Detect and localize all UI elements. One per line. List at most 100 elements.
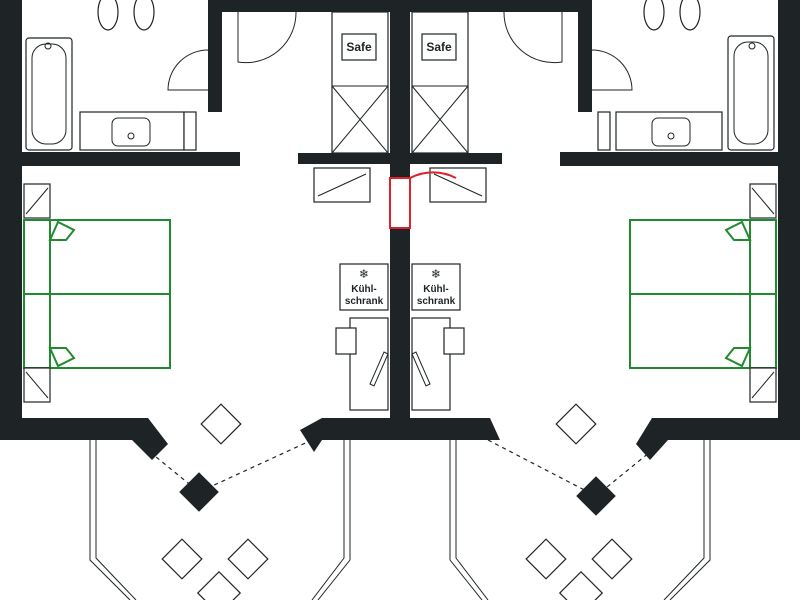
balcony-right-rail-outer-a	[449, 440, 483, 600]
balcony-chair-right-1	[525, 538, 567, 580]
door-swing-bath-left	[167, 49, 209, 91]
wall-bath-left-inner	[208, 0, 222, 112]
wall-bottom-left	[0, 418, 132, 440]
luggage-rack-right-line	[433, 173, 483, 197]
balcony-left	[89, 440, 351, 600]
fridge-label-right-1: Kühl-	[423, 284, 449, 295]
snowflake-icon: ❄	[359, 267, 369, 281]
fridge-left: ❄ Kühl- schrank	[339, 263, 389, 311]
fridge-label-left-2: schrank	[345, 296, 384, 307]
balcony-right-rail-inner-b	[663, 440, 705, 600]
safe-label-left: Safe	[346, 40, 372, 54]
armchair-left	[200, 403, 242, 445]
desk-left-lamp	[369, 351, 389, 387]
bathtub-right-drain	[748, 42, 756, 50]
wall-left	[0, 0, 22, 420]
wardrobe-right-body	[411, 11, 469, 154]
balcony-left-rail-inner-b	[311, 440, 345, 600]
wall-closet-left	[298, 153, 390, 164]
wardrobe-right: Safe	[411, 11, 469, 154]
toilet-right	[643, 0, 665, 31]
armchair-right	[555, 403, 597, 445]
balcony-left-rail-inner-a	[95, 440, 137, 600]
door-swing-bath-right	[591, 49, 633, 91]
connecting-door-swing	[409, 171, 457, 228]
wall-center-top	[390, 0, 410, 178]
safe-label-right: Safe	[426, 40, 452, 54]
wall-closet-right	[410, 153, 502, 164]
bidet-left	[133, 0, 155, 31]
toilet-left	[97, 0, 119, 31]
walls	[0, 0, 800, 516]
balcony-chair-left-2	[227, 538, 269, 580]
desk-right	[411, 317, 465, 411]
shelf-bath-right	[597, 111, 611, 151]
balcony-left-rail-outer-b	[317, 440, 351, 600]
shelf-bath-left	[183, 111, 197, 151]
desk-left	[335, 317, 389, 411]
door-swing-entry-right	[503, 11, 563, 64]
wall-bath-right-inner	[578, 0, 592, 112]
pillar-left	[179, 472, 219, 512]
balcony-left-rail-outer-a	[89, 440, 131, 600]
pillow-right-top	[724, 220, 752, 241]
nightstand-left-top-line	[25, 187, 49, 215]
sink-right-drain	[667, 132, 675, 140]
bathtub-left	[25, 37, 73, 151]
connecting-door-frame	[389, 177, 411, 229]
wall-bottom-center	[300, 418, 500, 452]
safe-left	[341, 33, 377, 61]
pillow-left-top	[48, 220, 76, 241]
bathtub-right-inner	[733, 41, 769, 145]
bidet-right	[679, 0, 701, 31]
bathtub-left-drain	[44, 42, 52, 50]
bathroom-left	[25, 0, 209, 151]
desk-right-chair	[443, 327, 465, 355]
wall-bath-right-bottom	[560, 152, 800, 166]
wall-top-left	[222, 0, 400, 12]
bathtub-left-inner	[31, 43, 67, 145]
sink-right	[651, 117, 691, 147]
pillow-left-bottom	[48, 347, 76, 368]
balcony-right-rail-outer-b	[669, 440, 711, 600]
wardrobe-left: Safe	[331, 11, 389, 154]
desk-left-chair	[335, 327, 357, 355]
wall-right	[778, 0, 800, 420]
wall-bath-left-bottom	[0, 152, 240, 166]
safe-right	[421, 33, 457, 61]
fridge-right: ❄ Kühl- schrank	[411, 263, 461, 311]
bed-left	[23, 183, 171, 403]
snowflake-icon: ❄	[431, 267, 441, 281]
connecting-door	[389, 171, 457, 229]
fridge-left-body	[339, 263, 389, 311]
fridge-right-body	[411, 263, 461, 311]
wall-center-bottom	[390, 228, 410, 418]
balcony-line-left	[149, 439, 313, 493]
balcony-chair-left-1	[161, 538, 203, 580]
door-swing-entry-left	[237, 11, 297, 64]
wardrobe-left-body	[331, 11, 389, 154]
bed-right	[629, 183, 777, 403]
fridge-label-right-2: schrank	[417, 296, 456, 307]
wardrobe-left-cross	[331, 85, 389, 154]
wardrobe-right-door	[411, 85, 469, 154]
luggage-rack-left-line	[317, 173, 367, 197]
balcony-right	[449, 440, 711, 600]
nightstand-right-top-line	[751, 187, 775, 215]
desk-right-lamp	[411, 351, 431, 387]
sink-left-drain	[127, 132, 135, 140]
wardrobe-left-door	[331, 85, 389, 154]
bathroom-right	[591, 0, 775, 151]
sink-left	[111, 117, 151, 147]
nightstand-left-bottom-line	[25, 371, 49, 399]
fridge-label-left-1: Kühl-	[351, 284, 377, 295]
wall-bottom-right	[636, 418, 800, 460]
wall-bay-left-a	[132, 418, 168, 460]
balcony-right-rail-inner-a	[455, 440, 489, 600]
wardrobe-right-cross	[411, 85, 469, 154]
balcony-table-left	[196, 570, 242, 600]
bathtub-right	[727, 35, 775, 151]
pillow-right-bottom	[724, 347, 752, 368]
wall-top-right	[410, 0, 578, 12]
